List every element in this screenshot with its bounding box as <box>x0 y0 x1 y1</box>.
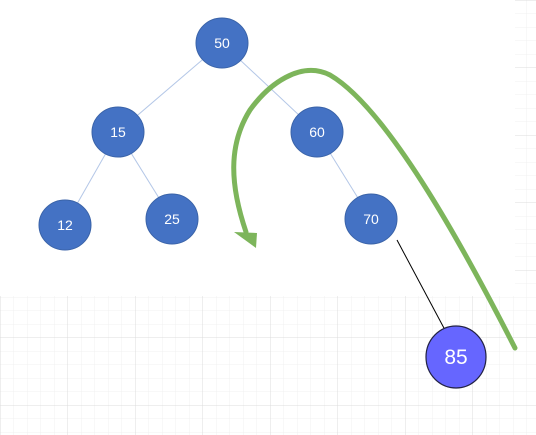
arrow-head <box>234 232 257 248</box>
node-label: 50 <box>214 35 230 51</box>
node-circle <box>344 193 398 245</box>
tree-node-15: 15 <box>91 106 145 158</box>
tree-node-50: 50 <box>195 17 249 69</box>
node-circle <box>145 193 199 245</box>
curved-arrow <box>231 68 518 351</box>
node-circle <box>38 199 92 251</box>
edges-layer <box>64 42 446 331</box>
tree-node-25: 25 <box>145 193 199 245</box>
arrow-layer <box>231 68 518 351</box>
node-circle <box>91 106 145 158</box>
node-label: 15 <box>110 124 126 140</box>
tree-node-85: 85 <box>425 325 487 389</box>
node-label: 70 <box>363 211 379 227</box>
node-label: 12 <box>57 217 73 233</box>
grid-background-right <box>515 0 536 296</box>
tree-node-60: 60 <box>290 106 344 158</box>
tree-node-12: 12 <box>38 199 92 251</box>
node-label: 60 <box>309 124 325 140</box>
tree-node-70: 70 <box>344 193 398 245</box>
node-circle <box>425 325 487 389</box>
node-circle <box>195 17 249 69</box>
node-circle <box>290 106 344 158</box>
nodes-layer: 50 15 60 12 25 70 85 <box>38 17 487 389</box>
node-label: 85 <box>444 346 467 369</box>
edge-70-85 <box>396 239 446 331</box>
node-label: 25 <box>164 211 180 227</box>
